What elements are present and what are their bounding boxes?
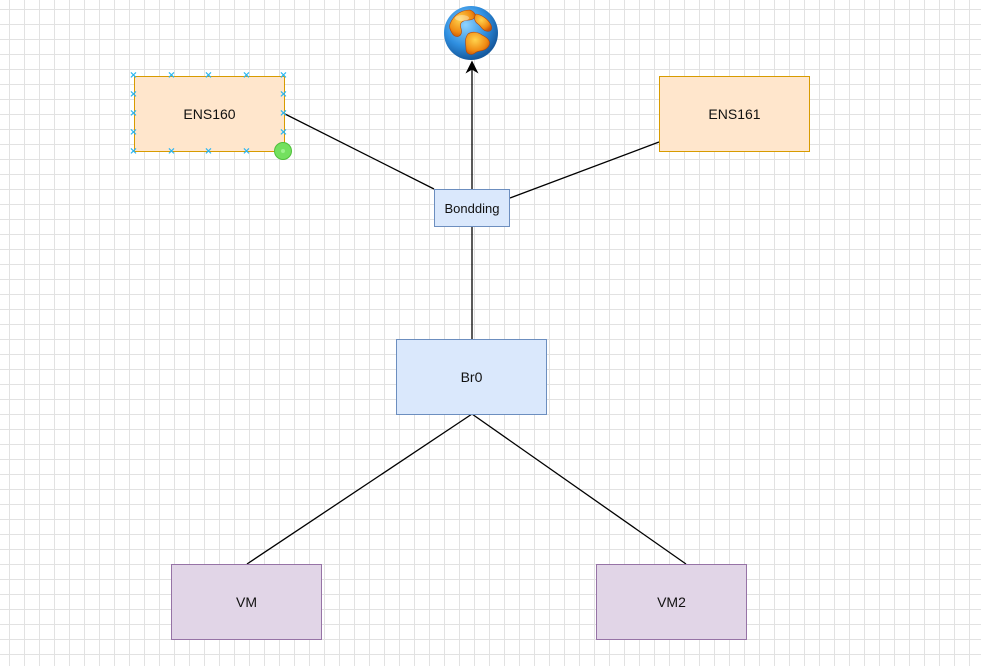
node-vm-label: VM bbox=[236, 594, 257, 610]
node-ens160-label: ENS160 bbox=[183, 106, 236, 122]
node-br0-label: Br0 bbox=[460, 369, 483, 385]
connection-point-icon[interactable]: × bbox=[129, 89, 138, 100]
resize-handle[interactable] bbox=[274, 142, 292, 160]
connection-point-icon[interactable]: × bbox=[242, 146, 251, 157]
node-ens160[interactable]: ENS160 bbox=[134, 76, 285, 152]
connection-point-icon[interactable]: × bbox=[129, 146, 138, 157]
connection-point-icon[interactable]: × bbox=[129, 108, 138, 119]
connection-point-icon[interactable]: × bbox=[167, 146, 176, 157]
node-bondding[interactable]: Bondding bbox=[434, 189, 510, 227]
edge-ens160-bondding[interactable] bbox=[284, 113, 435, 190]
edge-vm-br0[interactable] bbox=[246, 413, 473, 565]
node-ens161[interactable]: ENS161 bbox=[659, 76, 810, 152]
connection-point-icon[interactable]: × bbox=[167, 70, 176, 81]
connection-point-icon[interactable]: × bbox=[204, 70, 213, 81]
node-bondding-label: Bondding bbox=[444, 200, 500, 216]
connection-point-icon[interactable]: × bbox=[279, 89, 288, 100]
node-vm2-label: VM2 bbox=[657, 594, 686, 610]
node-vm[interactable]: VM bbox=[171, 564, 322, 640]
connection-point-icon[interactable]: × bbox=[129, 127, 138, 138]
connection-point-icon[interactable]: × bbox=[279, 70, 288, 81]
connection-point-icon[interactable]: × bbox=[204, 146, 213, 157]
globe-icon[interactable] bbox=[442, 4, 500, 62]
edge-vm2-br0[interactable] bbox=[471, 413, 687, 565]
node-ens161-label: ENS161 bbox=[708, 106, 761, 122]
node-br0[interactable]: Br0 bbox=[396, 339, 547, 415]
connection-point-icon[interactable]: × bbox=[129, 70, 138, 81]
connection-point-icon[interactable]: × bbox=[279, 108, 288, 119]
connection-point-icon[interactable]: × bbox=[279, 127, 288, 138]
edge-ens161-bondding[interactable] bbox=[509, 141, 660, 199]
node-vm2[interactable]: VM2 bbox=[596, 564, 747, 640]
connection-point-icon[interactable]: × bbox=[242, 70, 251, 81]
